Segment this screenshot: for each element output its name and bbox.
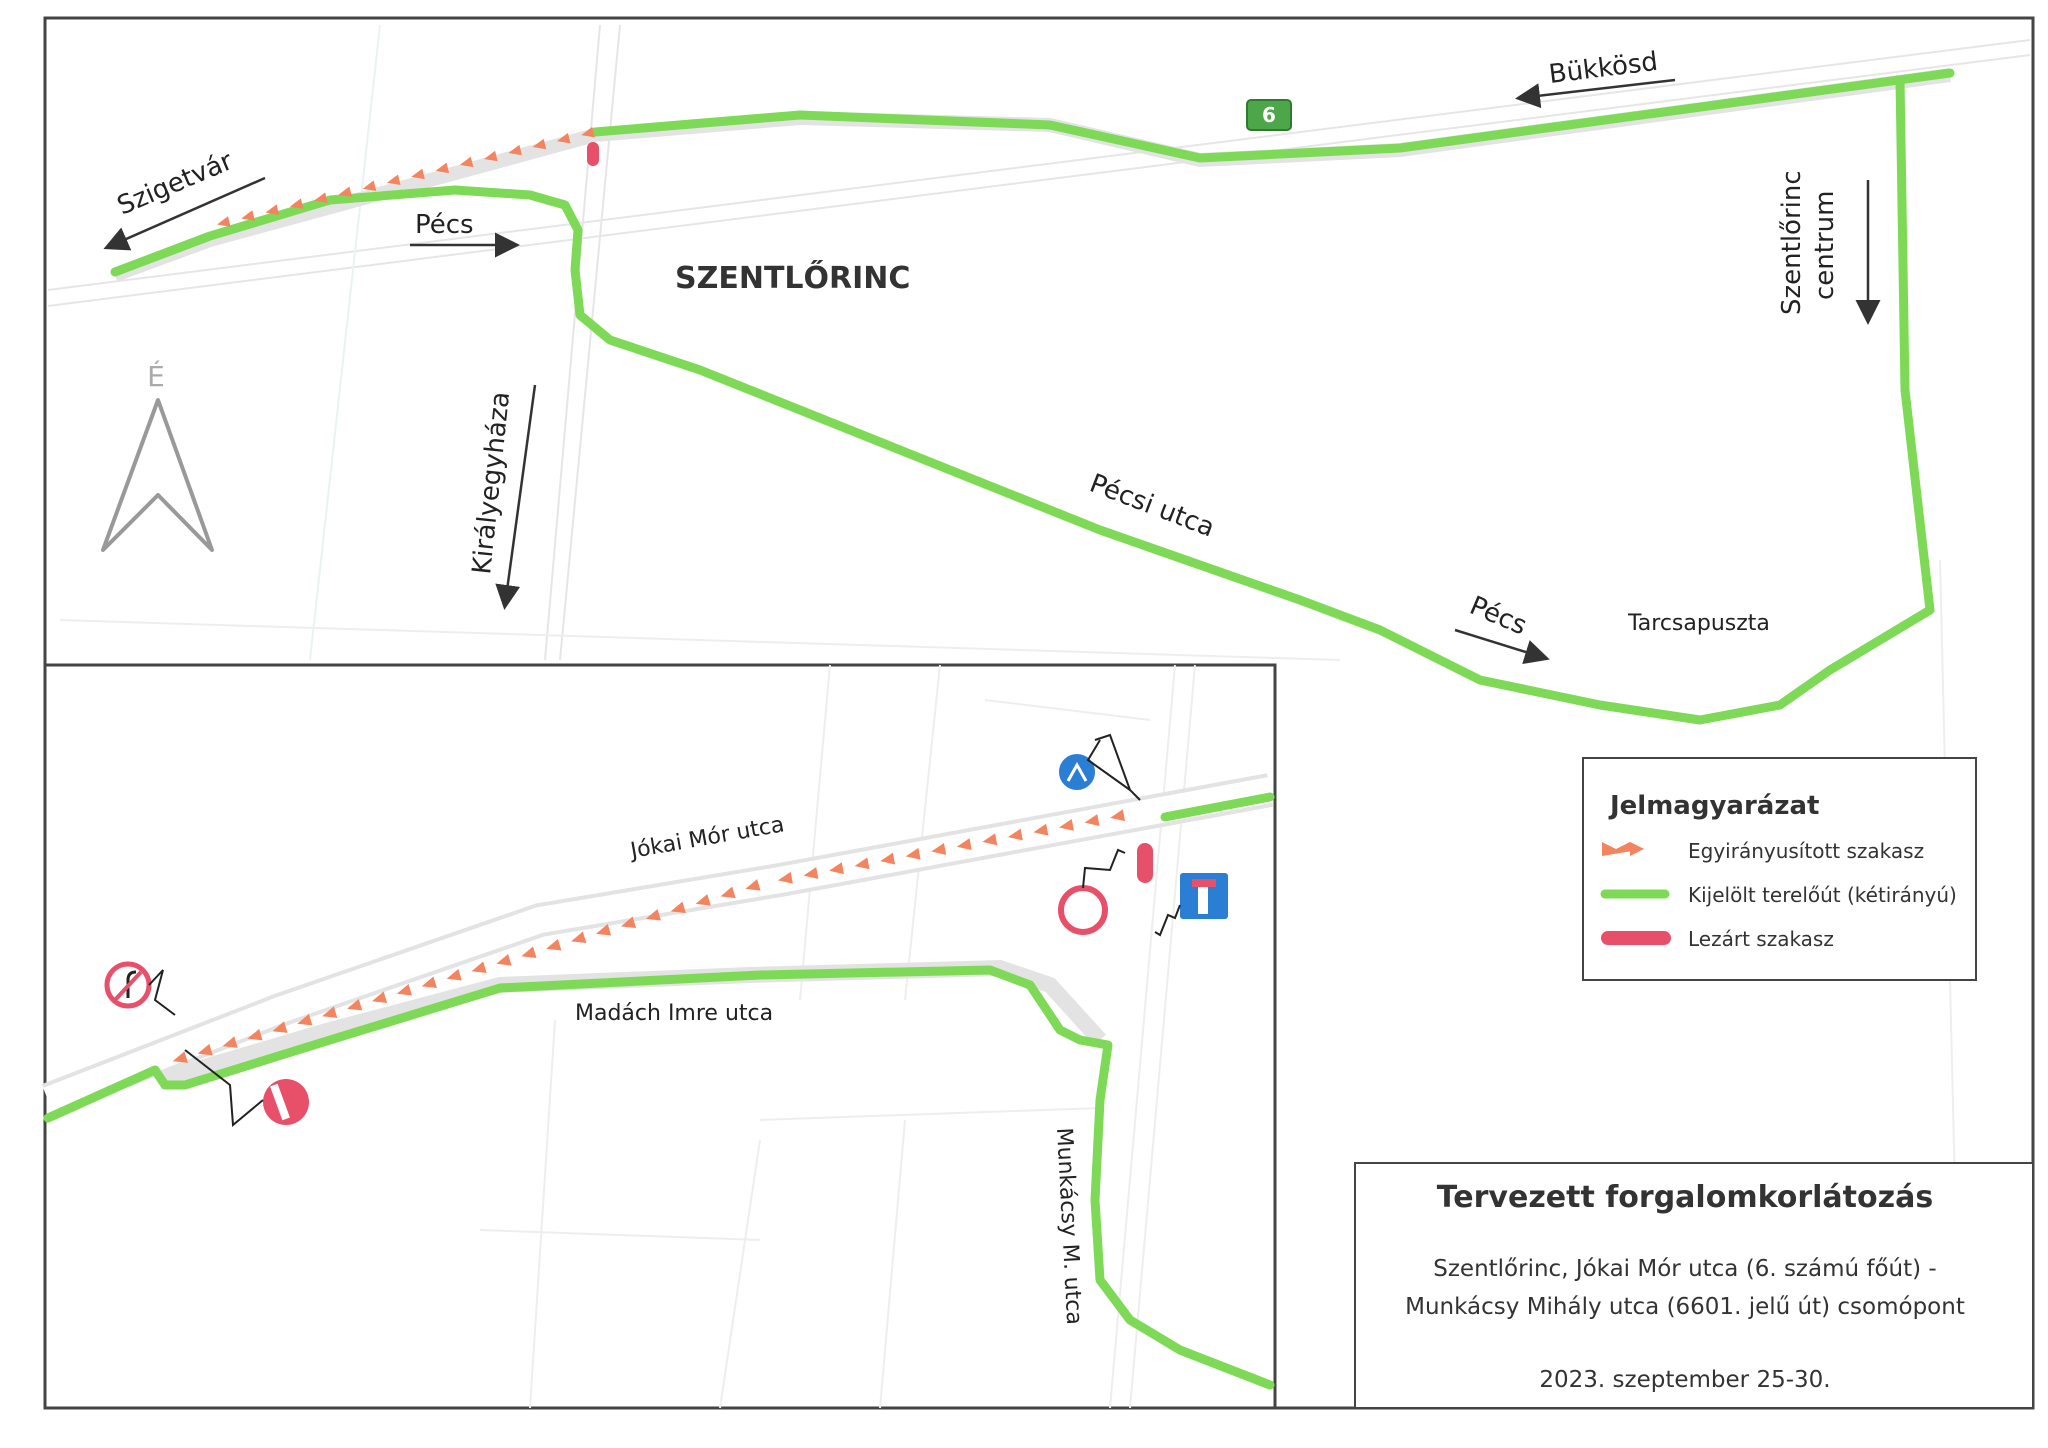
inset-oneway-triangle [546, 939, 562, 951]
main-oneway-triangle [411, 168, 425, 180]
inset-oneway-triangle [1110, 809, 1126, 822]
title-box-frame [1354, 1162, 2034, 1409]
direction-arrows [103, 78, 1881, 664]
inset-oneway-triangle [982, 833, 998, 846]
legend-title: Jelmagyarázat [1608, 791, 1819, 821]
inset-oneway-triangle [905, 847, 921, 860]
main-oneway-triangle [217, 216, 231, 227]
inset-oneway-triangle [521, 946, 537, 959]
inset-oneway-triangle [1084, 814, 1100, 826]
inset-oneway-triangle [620, 916, 637, 929]
title-line-2: Munkácsy Mihály utca (6601. jelű út) cso… [1405, 1294, 1965, 1320]
sign-no-entry-icon [184, 1049, 309, 1128]
arrow-bukkosd [1515, 78, 1676, 109]
sign-no-vehicles-icon [1058, 848, 1126, 935]
main-oneway-triangle [556, 132, 571, 144]
inset-oneway-triangle [596, 924, 612, 936]
inset-oneway-triangle [720, 886, 736, 899]
main-oneway-triangle [508, 144, 522, 156]
inset-oneway-triangle [778, 871, 793, 884]
main-oneway-triangle [387, 174, 401, 186]
main-oneway-triangle [314, 192, 328, 203]
main-oneway-triangle [241, 210, 255, 221]
route-shield-6: 6 [1246, 99, 1292, 131]
inset-oneway-triangle [297, 1013, 313, 1026]
legend-closed-label: Lezárt szakasz [1688, 927, 1834, 951]
main-oneway-triangle [484, 150, 498, 162]
inset-closed-section [1137, 843, 1153, 883]
inset-detour-route [43, 792, 1275, 1390]
main-oneway-triangle [289, 198, 304, 209]
inset-oneway-triangle [496, 954, 512, 966]
inset-oneway-triangle [247, 1028, 263, 1041]
arrow-szigetvar [103, 176, 266, 251]
route-shield-number: 6 [1262, 103, 1276, 127]
inset-oneway-triangle [1059, 818, 1074, 831]
label-centrum-1: Szentlőrinc [1777, 170, 1807, 315]
inset-map: Jókai Mór utca Madách Imre utca Munkácsy… [41, 663, 1277, 1410]
main-oneway-section [217, 126, 595, 227]
town-label: SZENTLŐRINC [675, 259, 910, 296]
label-madach: Madách Imre utca [575, 1001, 773, 1026]
main-closed-section [587, 142, 599, 166]
inset-oneway-triangle [471, 961, 487, 973]
north-label: É [147, 359, 165, 393]
label-centrum-2: centrum [1810, 191, 1840, 300]
main-oneway-triangle [265, 204, 280, 215]
main-oneway-triangle [362, 180, 377, 191]
inset-oneway-triangle [745, 879, 761, 891]
inset-oneway-triangle [956, 838, 972, 851]
main-oneway-triangle [435, 162, 450, 174]
title-line-1: Szentlőrinc, Jókai Mór utca (6. számú fő… [1433, 1256, 1936, 1282]
main-oneway-triangle [532, 138, 547, 150]
inset-oneway-triangle [172, 1051, 188, 1063]
main-oneway-triangle [459, 156, 474, 168]
inset-oneway-triangle [396, 983, 412, 996]
inset-oneway-triangle [222, 1036, 238, 1048]
inset-oneway-triangle [1007, 828, 1023, 841]
inset-oneway-triangle [421, 976, 437, 988]
legend: Jelmagyarázat Egyirányusított szakasz Ki… [1582, 757, 1977, 981]
title-box: Tervezett forgalomkorlátozás Szentlőrinc… [1354, 1162, 2034, 1409]
inset-oneway-triangle [446, 968, 462, 981]
inset-oneway-triangle [197, 1043, 213, 1056]
arrow-kiralyegyhaza [495, 384, 537, 610]
legend-detour-label: Kijelölt terelőút (kétirányú) [1688, 883, 1957, 907]
inset-oneway-triangle [322, 1006, 338, 1018]
legend-oneway-label: Egyirányusított szakasz [1688, 839, 1924, 863]
inset-oneway-triangle [1033, 823, 1049, 836]
arrow-pecs-east [1454, 628, 1550, 664]
inset-oneway-triangle [670, 901, 686, 914]
inset-oneway-triangle [803, 867, 819, 879]
title-date: 2023. szeptember 25-30. [1539, 1367, 1830, 1393]
sign-keep-lane-icon [1057, 733, 1141, 801]
label-pecs-west: Pécs [415, 210, 474, 240]
main-detour-route [110, 68, 1955, 725]
inset-oneway-triangle [931, 843, 947, 855]
inset-oneway-triangle [272, 1021, 288, 1033]
north-arrow-icon: É [101, 359, 214, 552]
inset-oneway-triangle [829, 862, 844, 875]
sign-dead-end-icon [1154, 873, 1228, 937]
inset-oneway-triangle [880, 852, 896, 865]
sign-no-turn-icon [104, 961, 176, 1016]
inset-oneway-triangle [854, 857, 870, 870]
inset-oneway-triangle [371, 991, 388, 1003]
inset-oneway-triangle [695, 894, 711, 906]
main-oneway-triangle [581, 126, 595, 138]
title-main: Tervezett forgalomkorlátozás [1437, 1180, 1933, 1215]
inset-oneway-triangle [571, 931, 587, 944]
inset-oneway-triangle [347, 998, 363, 1011]
inset-oneway-triangle [645, 909, 661, 921]
label-tarcsapuszta: Tarcsapuszta [1627, 611, 1770, 636]
inset-oneway-section [172, 809, 1126, 1063]
main-oneway-triangle [338, 186, 352, 197]
